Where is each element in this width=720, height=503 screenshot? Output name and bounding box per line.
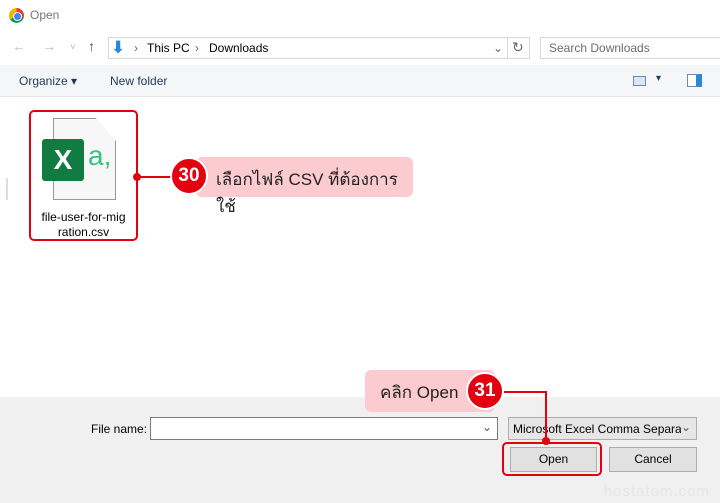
open-button[interactable]: Open <box>510 447 597 472</box>
preview-pane-icon[interactable] <box>687 74 702 87</box>
downloads-icon: ⬇ <box>111 38 126 57</box>
breadcrumb-downloads[interactable]: Downloads <box>209 41 269 55</box>
toolbar: Organize ▾ New folder ▾ <box>0 65 720 97</box>
view-dropdown-icon[interactable]: ▾ <box>656 73 662 84</box>
file-name-line: file-user-for-mig <box>41 210 126 224</box>
address-dropdown-icon[interactable]: ⌄ <box>493 41 504 55</box>
recent-locations-icon[interactable]: ˅ <box>70 42 76 53</box>
file-type-select[interactable]: Microsoft Excel Comma Separa <box>508 417 697 440</box>
annotation-line <box>545 391 547 441</box>
file-name-input[interactable] <box>150 417 498 440</box>
file-type-value: Microsoft Excel Comma Separa <box>513 422 682 436</box>
forward-icon[interactable]: → <box>42 38 56 54</box>
up-icon[interactable]: ↑ <box>88 38 95 54</box>
new-folder-button[interactable]: New folder <box>110 74 168 88</box>
annotation-dot <box>542 437 550 445</box>
excel-icon: X <box>42 139 84 181</box>
divider <box>507 38 508 58</box>
refresh-icon[interactable]: ↻ <box>512 39 524 55</box>
view-icon[interactable] <box>633 76 646 86</box>
organize-button[interactable]: Organize ▾ <box>19 74 78 88</box>
file-name-dropdown-icon[interactable]: ⌄ <box>482 420 493 434</box>
annotation-line <box>504 391 547 393</box>
open-button-highlight <box>502 442 602 476</box>
watermark: hostatom.com <box>603 483 710 500</box>
cancel-button[interactable]: Cancel <box>609 447 697 472</box>
annotation-31-badge: 31 <box>466 372 504 410</box>
file-item[interactable] <box>29 110 138 241</box>
chrome-icon <box>9 8 24 23</box>
window-title: Open <box>30 8 60 22</box>
back-icon[interactable]: ← <box>12 38 26 54</box>
address-bar[interactable]: ⬇ › This PC › Downloads ⌄ ↻ <box>108 37 530 59</box>
csv-icon: a, <box>88 140 112 171</box>
breadcrumb-separator: › <box>134 41 138 55</box>
annotation-30-badge: 30 <box>170 157 208 195</box>
annotation-line <box>137 176 173 178</box>
breadcrumb-separator: › <box>195 41 199 55</box>
file-name-line: ration.csv <box>57 225 110 239</box>
annotation-30-label: เลือกไฟล์ CSV ที่ต้องการใช้ <box>196 157 413 216</box>
file-name-label: File name: <box>91 422 148 436</box>
pane-splitter[interactable] <box>6 178 8 200</box>
breadcrumb-this-pc[interactable]: This PC <box>147 41 190 55</box>
search-input[interactable]: Search Downloads <box>540 37 720 59</box>
file-type-dropdown-icon[interactable]: ⌄ <box>681 420 692 434</box>
